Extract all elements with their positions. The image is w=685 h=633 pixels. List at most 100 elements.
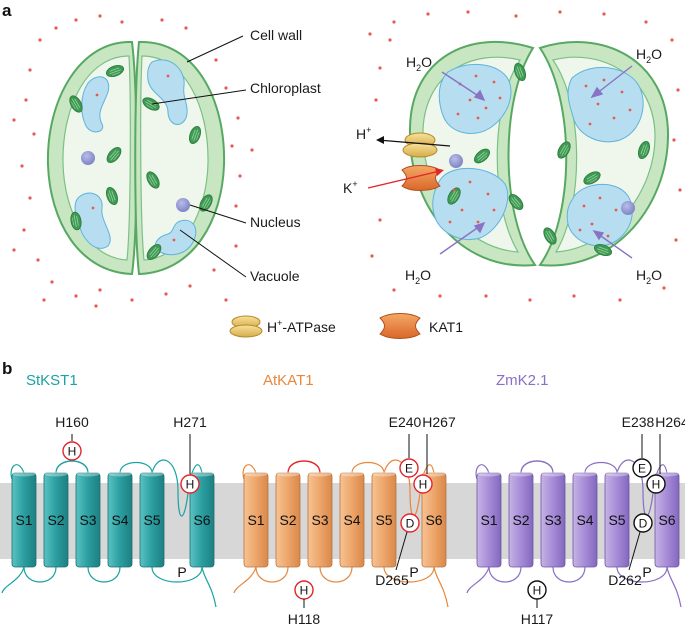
residue-circle-h160 (62, 441, 82, 461)
ion-dot (212, 268, 216, 272)
helix-s6 (189, 472, 215, 568)
ion-dot (28, 196, 32, 200)
n-terminal-tail (233, 566, 257, 594)
n-terminal-tail (1, 566, 25, 594)
helix-cap (509, 471, 533, 477)
intracellular-loop (552, 566, 586, 583)
ion-dot (672, 138, 676, 142)
helix-label: S2 (47, 512, 64, 528)
ion-dot (476, 220, 480, 224)
ion-dot (236, 116, 240, 120)
helix-cap (541, 471, 565, 477)
water-label-1: H2O (406, 54, 432, 73)
ion-dot (378, 66, 382, 70)
ion-dot (74, 18, 78, 22)
water-label-3: H2O (405, 267, 431, 286)
ion-dot (94, 304, 98, 308)
helix-label: S1 (15, 512, 32, 528)
helix-label: S5 (375, 512, 392, 528)
residue-label-h-cyto: H118 (288, 611, 321, 627)
ion-dot (12, 248, 16, 252)
ion-dot (452, 188, 456, 192)
ion-dot (602, 78, 606, 82)
helix-cap (372, 471, 396, 477)
ion-dot (614, 208, 618, 212)
residue-label-h-cyto: H117 (521, 611, 554, 627)
helix-s4 (339, 472, 365, 568)
ion-dot (612, 116, 616, 120)
ion-dot (230, 144, 234, 148)
ion-dot (98, 14, 102, 18)
extracellular-loop-s1 (475, 464, 490, 480)
residue-label-d: D262 (608, 572, 642, 588)
helix-label: S3 (544, 512, 561, 528)
residue-label-h271: H271 (173, 414, 207, 430)
ion-dot (164, 292, 168, 296)
ion-dot (498, 96, 502, 100)
ion-dot (250, 148, 254, 152)
helix-label: S5 (143, 512, 160, 528)
ion-dot (188, 284, 192, 288)
ion-dot (238, 174, 242, 178)
label-k-plus: K+ (343, 179, 358, 196)
residue-circle-d (633, 513, 653, 533)
water-label-2: H2O (636, 46, 662, 65)
kat1-in-membrane (401, 165, 441, 191)
ion-dot (492, 80, 496, 84)
ion-dot (528, 298, 532, 302)
extracellular-loop-s1 (10, 464, 25, 480)
ion-dot (602, 12, 606, 16)
channel-name: StKST1 (26, 372, 78, 389)
helix-cap (12, 471, 36, 477)
ion-dot (474, 74, 478, 78)
ion-dot (224, 86, 228, 90)
ion-dot (588, 122, 592, 126)
helix-label: S5 (608, 512, 625, 528)
ion-dot (620, 90, 624, 94)
helix-label: S3 (311, 512, 328, 528)
c-terminal-tail (433, 566, 449, 608)
residue-circle-h-pore-letter: H (652, 478, 661, 492)
residue-label-e: E238 (622, 414, 655, 430)
helix-s6 (421, 472, 447, 568)
helix-s1 (476, 472, 502, 568)
ion-dot (234, 204, 238, 208)
helix-cap (76, 471, 100, 477)
intracellular-loop (23, 566, 57, 583)
helix-s3 (540, 472, 566, 568)
ion-dot (20, 164, 24, 168)
helix-cap (340, 471, 364, 477)
residue-circle-e (632, 458, 652, 478)
helix-s4 (572, 472, 598, 568)
ion-dot (374, 98, 378, 102)
helix-s3 (75, 472, 101, 568)
intracellular-loop (319, 566, 353, 583)
helix-s3 (307, 472, 333, 568)
helix-label: S4 (111, 512, 128, 528)
helix-cap (573, 471, 597, 477)
residue-circle-e-letter: E (638, 462, 646, 476)
ion-dot (32, 132, 36, 136)
ion-dot (584, 84, 588, 88)
helix-cap (655, 471, 679, 477)
pore-label: P (409, 564, 418, 580)
ion-dot (160, 18, 164, 22)
ion-dot (460, 208, 464, 212)
residue-label-e: E240 (389, 414, 422, 430)
ion-dot (476, 116, 480, 120)
label-cell-wall: Cell wall (250, 27, 302, 43)
ion-dot (28, 68, 32, 72)
ion-dot (484, 106, 488, 110)
ion-dot (674, 238, 678, 242)
ion-dot (582, 204, 586, 208)
helix-s4 (107, 472, 133, 568)
ion-dot (492, 208, 496, 212)
ion-dot (514, 14, 518, 18)
ion-dot (468, 98, 472, 102)
ion-dot (370, 254, 374, 258)
residue-circle-d-letter: D (406, 517, 415, 531)
